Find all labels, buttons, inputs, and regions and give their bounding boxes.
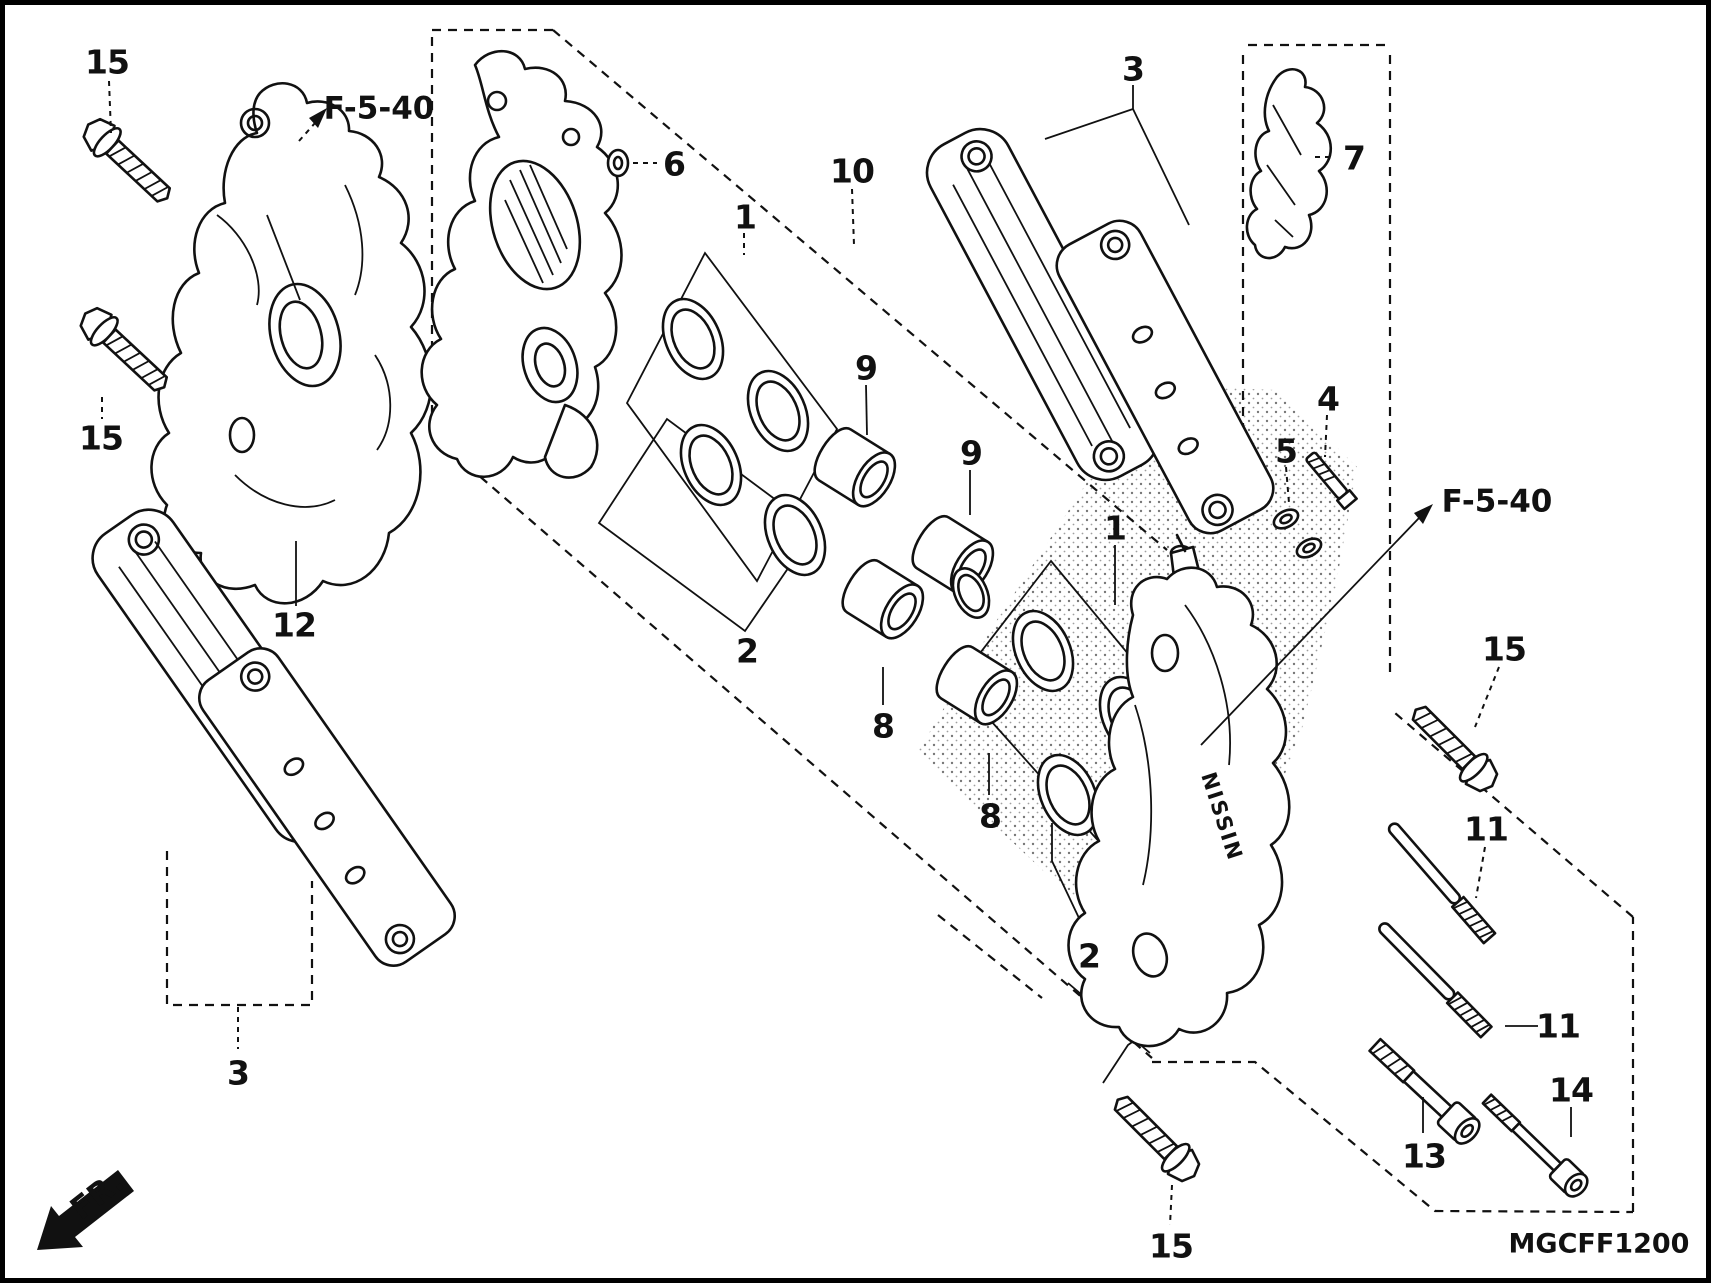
sleeve-bolt-drawing xyxy=(1365,1034,1484,1148)
left-caliper-drawing xyxy=(151,83,431,603)
leader-lines xyxy=(102,81,1571,1225)
seals-and-pistons-left xyxy=(649,288,1027,733)
hanger-pins-drawing xyxy=(1374,818,1497,1039)
callout-4-pad-pin: 4 xyxy=(1317,379,1340,419)
callout-14-bolt: 14 xyxy=(1549,1070,1594,1110)
callout-6-grommet: 6 xyxy=(663,144,686,184)
callout-10-bracket: 10 xyxy=(830,151,875,191)
callout-7-pad-spring: 7 xyxy=(1343,138,1366,178)
fr-direction-arrow: FR. xyxy=(37,1164,134,1250)
callout-8-piston-b: 8 xyxy=(979,796,1002,836)
ref-label-f540-left: F-5-40 xyxy=(323,90,435,127)
callout-2-seal-left: 2 xyxy=(736,631,759,671)
callout-11-pin-lower: 11 xyxy=(1536,1006,1581,1046)
callout-1-seal-left: 1 xyxy=(734,197,757,237)
callout-15-top-left: 15 xyxy=(85,42,130,82)
grommet-drawing xyxy=(608,150,628,176)
callout-2-seal-right: 2 xyxy=(1078,936,1101,976)
callout-13-bolt: 13 xyxy=(1402,1136,1447,1176)
exploded-view-line-art: NISSIN xyxy=(37,5,1711,1250)
callout-9-piston-b: 9 xyxy=(960,433,983,473)
right-caliper-drawing: NISSIN xyxy=(1069,535,1290,1046)
left-brake-pads-drawing xyxy=(81,498,463,974)
callout-15-right: 15 xyxy=(1482,629,1527,669)
pad-pin-and-washers-drawing xyxy=(1271,450,1357,561)
callout-3-right-pads: 3 xyxy=(1122,49,1145,89)
pad-spring-drawing xyxy=(1247,69,1331,258)
diagram-code: MGCFF1200 xyxy=(1508,1228,1690,1260)
ref-label-f540-right: F-5-40 xyxy=(1441,483,1553,520)
callout-9-piston-a: 9 xyxy=(855,348,878,388)
callout-5-washers: 5 xyxy=(1275,431,1298,471)
callout-11-pin-upper: 11 xyxy=(1464,809,1509,849)
callout-15-left: 15 xyxy=(79,418,124,458)
callout-12-left-caliper: 12 xyxy=(272,605,317,645)
callout-1-seal-right: 1 xyxy=(1104,508,1127,548)
socket-bolt-drawing xyxy=(1478,1090,1592,1201)
reference-arrows xyxy=(299,108,1433,745)
callout-8-piston-a: 8 xyxy=(872,706,895,746)
callout-3-left-pads: 3 xyxy=(227,1053,250,1093)
right-brake-pads-drawing xyxy=(916,118,1282,542)
callout-15-bottom: 15 xyxy=(1149,1226,1194,1266)
caliper-bracket-drawing xyxy=(422,51,622,477)
